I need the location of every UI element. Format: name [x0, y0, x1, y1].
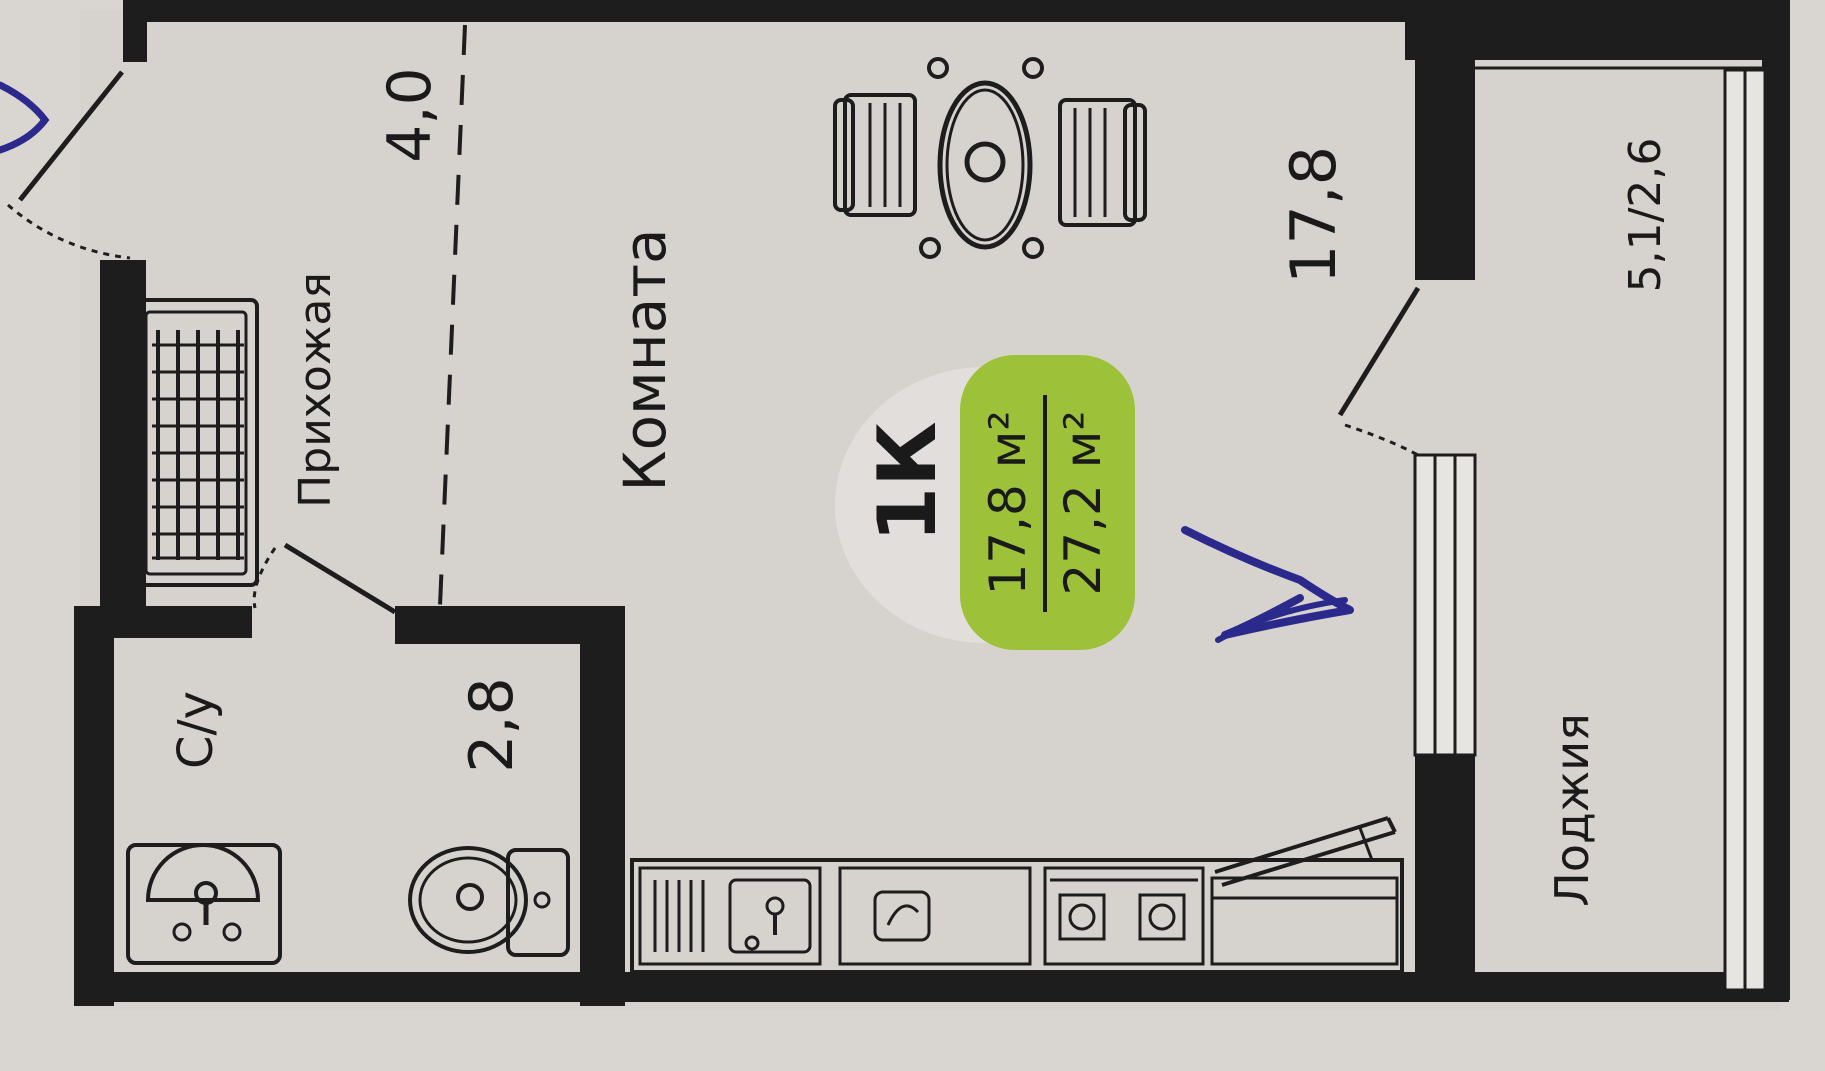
- wall-room-loggia-lower: [1415, 755, 1475, 995]
- bathroom-name: С/у: [168, 691, 224, 769]
- stove-icon: [1043, 866, 1205, 966]
- wall-left-middle: [100, 260, 146, 610]
- room-name: Комната: [611, 228, 679, 491]
- room-window: [1413, 453, 1477, 757]
- wall-left-lower: [74, 610, 114, 1006]
- hallway-name: Прихожая: [290, 272, 341, 508]
- toilet-icon: [408, 846, 570, 957]
- loggia-door-swing: [1344, 423, 1419, 457]
- wall-bathroom-top-left: [74, 606, 252, 638]
- entrance-door-leaf: [18, 70, 124, 202]
- dining-table-icon: [833, 57, 1147, 259]
- appliance-icon: [838, 866, 1032, 966]
- handwritten-mark-left: [0, 81, 50, 154]
- total-area: 27,2 м²: [1054, 411, 1112, 596]
- entrance-door: [7, 70, 131, 260]
- loggia-door-leaf: [1337, 286, 1421, 417]
- handwritten-checkmark: [1181, 526, 1354, 643]
- area-badge-background: [960, 355, 1135, 650]
- area-badge: [960, 355, 1135, 650]
- wall-room-loggia-upper: [1415, 0, 1475, 280]
- wall-bottom: [74, 972, 1789, 1002]
- loggia-glazing: [1475, 66, 1767, 992]
- hallway-area: 4,0: [375, 67, 445, 162]
- fridge-icon: [1210, 816, 1399, 966]
- washbasin-icon: [126, 843, 282, 965]
- kitchen-counter: [630, 816, 1404, 974]
- kitchen-sink-icon: [638, 866, 822, 966]
- apartment-type: 1К: [861, 421, 954, 542]
- radiator-icon: [133, 298, 259, 587]
- kitchen-counter-top: [630, 858, 1404, 974]
- wall-bathroom-right: [580, 606, 625, 1006]
- wall-top: [125, 0, 1420, 22]
- room-area: 17,8: [1277, 146, 1350, 284]
- loggia-door: [1337, 286, 1421, 457]
- entrance-door-swing: [7, 203, 131, 260]
- wall-left-upper: [123, 0, 147, 62]
- loggia-area: 5,1/2,6: [1620, 138, 1671, 293]
- loggia-name: Лоджия: [1545, 713, 1599, 907]
- bathroom-door-leaf: [283, 542, 397, 615]
- walls: [74, 0, 1790, 1006]
- living-area: 17,8 м²: [979, 411, 1037, 596]
- wall-right: [1762, 0, 1790, 1000]
- bathroom-area: 2,8: [457, 677, 527, 772]
- room-window-frame: [1413, 453, 1477, 757]
